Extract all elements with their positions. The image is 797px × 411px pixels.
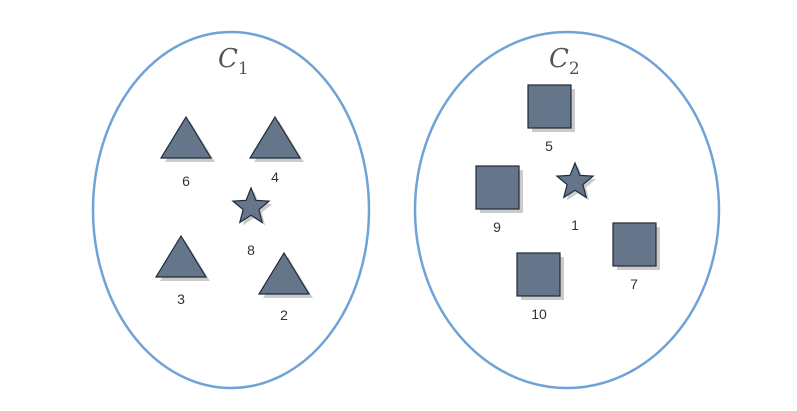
square-icon [475,165,520,210]
square-icon [516,252,561,297]
node-3: 3 [154,234,210,307]
square-icon [612,222,657,267]
star-icon [231,186,271,224]
node-9: 9 [475,165,523,235]
cluster-c2-boundary [413,30,721,390]
triangle-icon [159,115,213,159]
cluster-c1-title: C1 [218,44,249,79]
node-6-label: 6 [182,173,190,189]
node-1: 1 [555,161,597,233]
node-8: 8 [231,186,273,258]
node-1-label: 1 [571,217,579,233]
node-5-label: 5 [545,138,553,154]
node-2-label: 2 [280,307,288,323]
node-8-label: 8 [247,242,255,258]
triangle-icon [154,234,208,278]
node-2: 2 [257,251,313,323]
node-4: 4 [248,115,304,185]
cluster-c2: C2 5 9 1 7 10 [413,30,721,390]
cluster-c1-boundary [91,30,371,390]
node-6: 6 [159,115,215,189]
triangle-icon [257,251,311,295]
cluster-c2-title: C2 [549,44,580,79]
node-7: 7 [612,222,660,292]
node-5: 5 [527,84,575,154]
node-7-label: 7 [630,276,638,292]
cluster-c1-title-letter: C [218,44,238,74]
node-3-label: 3 [177,291,185,307]
triangle-icon [248,115,302,159]
node-9-label: 9 [493,219,501,235]
node-10-label: 10 [531,306,547,322]
node-10: 10 [516,252,564,322]
cluster-c2-title-letter: C [549,44,569,74]
cluster-c2-title-subscript: 2 [569,59,580,79]
star-icon [555,161,595,199]
node-4-label: 4 [271,169,279,185]
square-icon [527,84,572,129]
cluster-c1: C1 6 4 8 3 2 [91,30,371,390]
cluster-c1-title-subscript: 1 [238,59,249,79]
